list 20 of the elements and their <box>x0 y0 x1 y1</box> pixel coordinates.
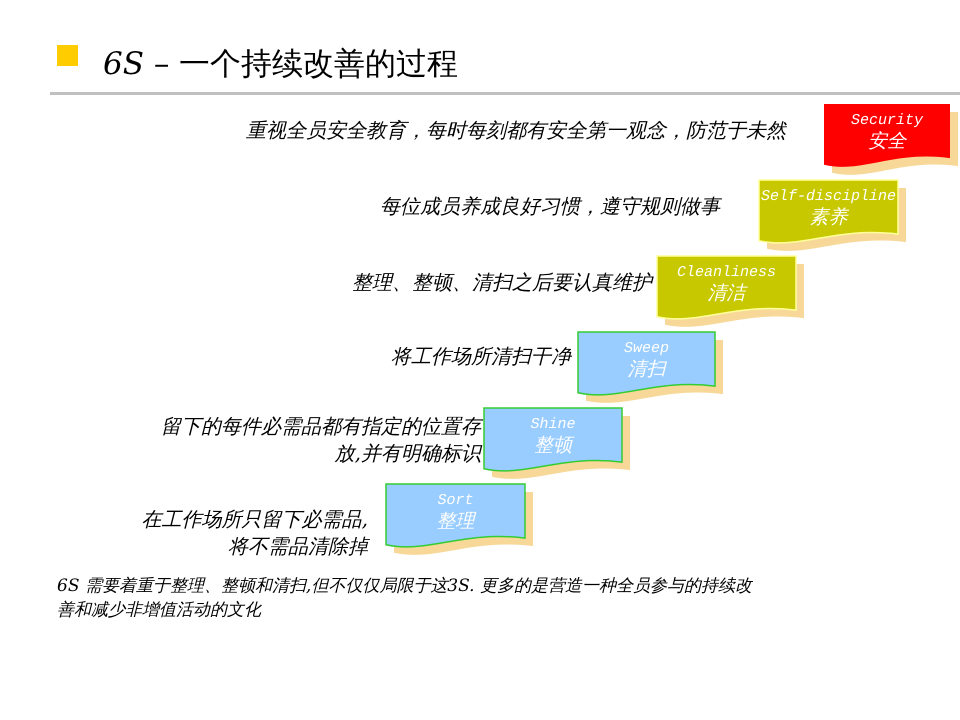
slide-title: 6S – 一个持续改善的过程 <box>103 45 458 84</box>
step-translation: 清洁 <box>708 282 746 304</box>
step-name: Security <box>850 110 923 130</box>
step-translation: 清扫 <box>628 358 666 380</box>
step-description: 重视全员安全教育，每时每刻都有安全第一观念，防范于未然 <box>246 117 786 144</box>
step-translation: 安全 <box>868 130 906 152</box>
step-description: 在工作场所只留下必需品,将不需品清除掉 <box>140 506 368 560</box>
step-name: Shine <box>530 414 576 434</box>
step-translation: 素养 <box>810 206 848 228</box>
step-name: Sort <box>437 490 474 510</box>
caption-text: 6S 需要着重于整理、整顿和清扫,但不仅仅局限于这3S. 更多的是营造一种全员参与的持续改善和减少非增值活动的文化 <box>57 575 754 622</box>
step-description: 将工作场所清扫干净 <box>391 343 571 370</box>
step-translation: 整理 <box>436 510 474 532</box>
step-description: 每位成员养成良好习惯，遵守规则做事 <box>380 193 720 220</box>
step-description: 留下的每件必需品都有指定的位置存放,并有明确标识 <box>151 413 481 467</box>
step-name: Self-discipline <box>760 186 896 206</box>
step-name: Sweep <box>624 338 669 358</box>
step-name: Cleanliness <box>676 262 776 282</box>
step-description: 整理、整顿、清扫之后要认真维护 <box>352 269 652 296</box>
step-translation: 整顿 <box>534 434 572 456</box>
